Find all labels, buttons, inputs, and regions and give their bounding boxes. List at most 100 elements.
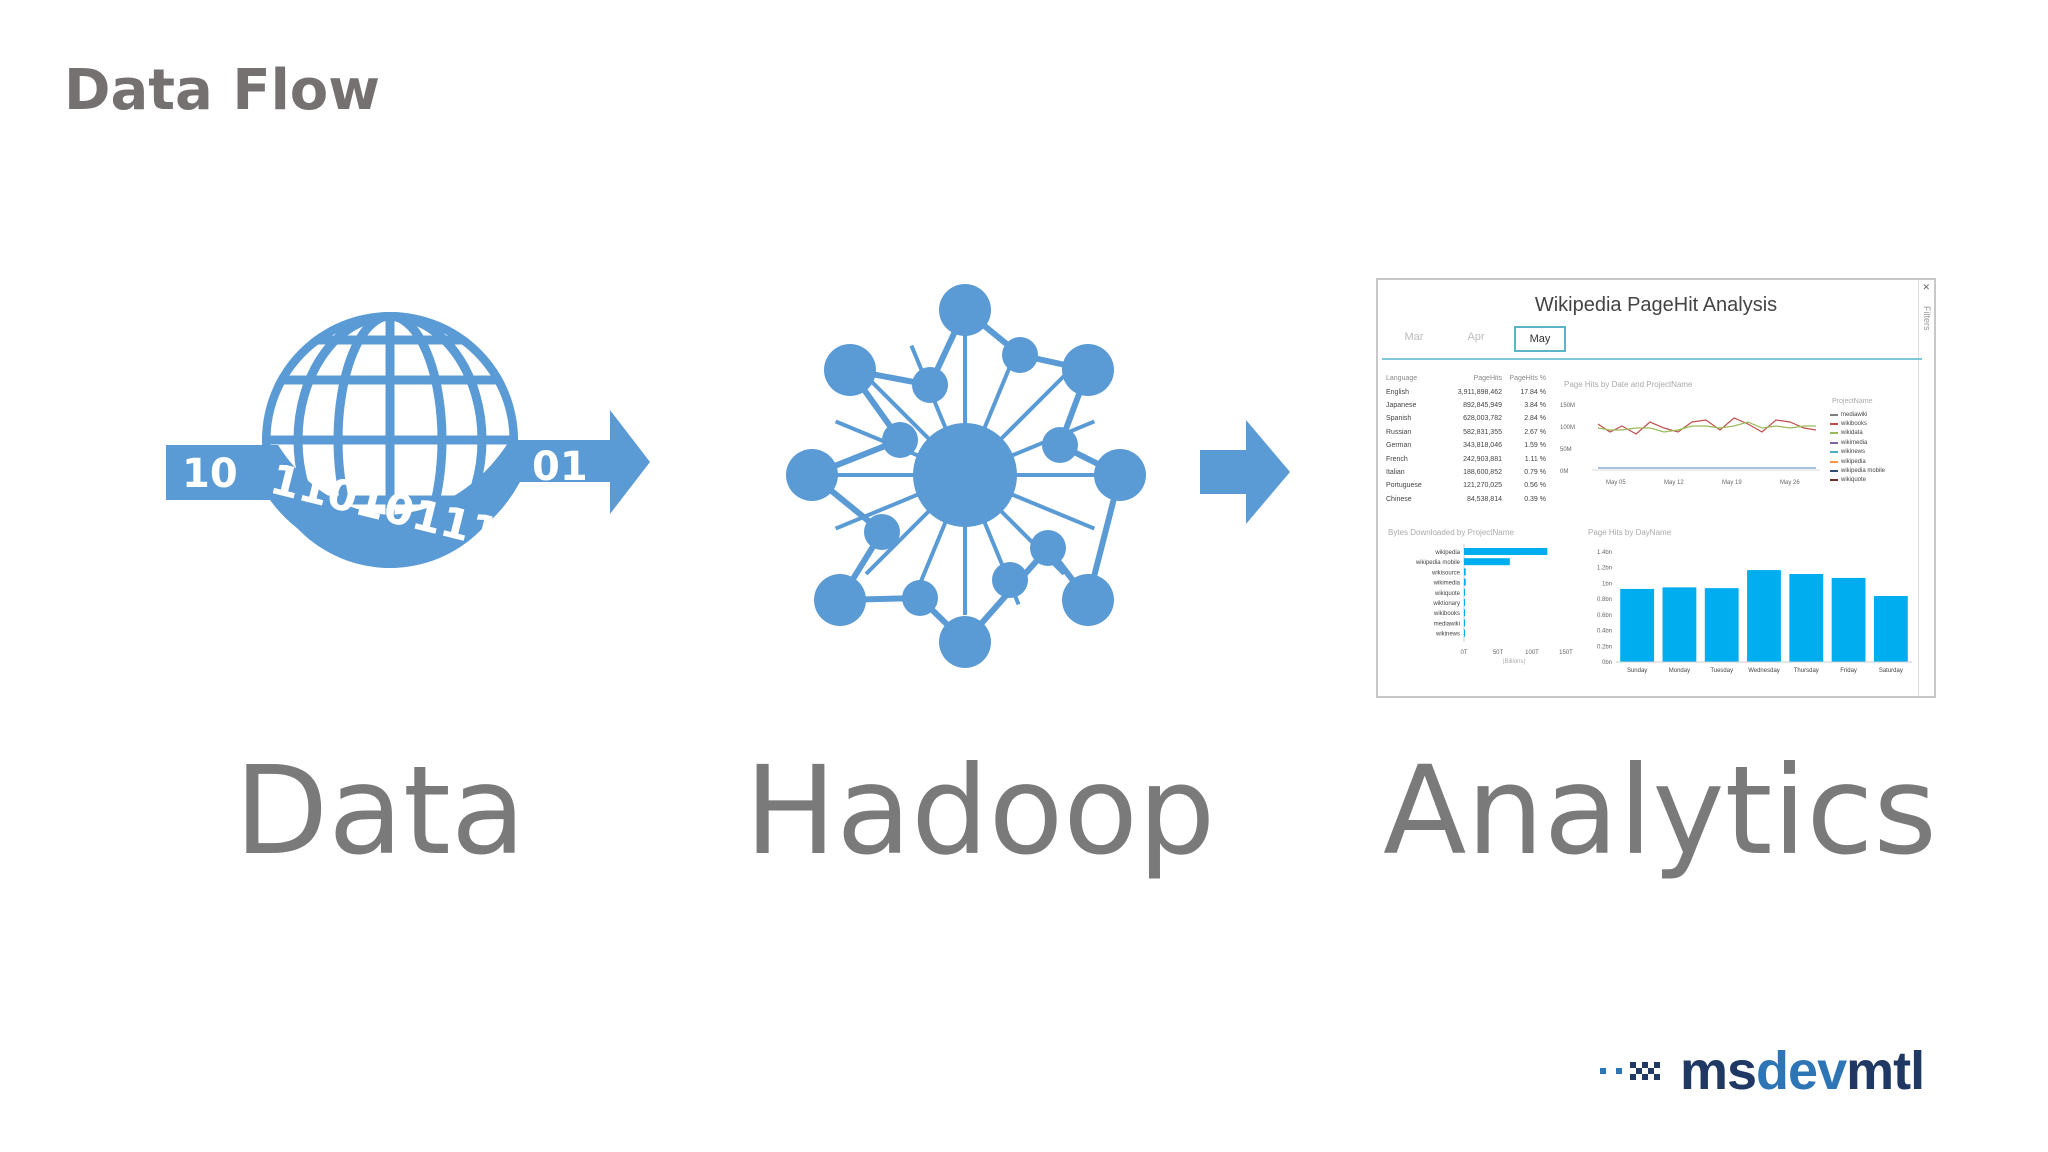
column-header[interactable]: PageHits — [1473, 375, 1502, 383]
node-circle — [814, 574, 866, 626]
table-cell: French — [1386, 455, 1408, 463]
dashboard-title: Wikipedia PageHit Analysis — [1534, 294, 1778, 316]
x-tick-label: Tuesday — [1710, 668, 1733, 674]
bytes-chart-title: Bytes Downloaded by ProjectName — [1388, 528, 1514, 537]
bar[interactable] — [1873, 596, 1908, 662]
table-cell: 84,538,814 — [1466, 495, 1502, 503]
legend-title: ProjectName — [1832, 398, 1873, 405]
table-cell: Italian — [1386, 468, 1405, 476]
bar[interactable] — [1464, 548, 1548, 555]
legend-item[interactable]: wikipedia mobile — [1830, 466, 1910, 475]
node-circle — [1042, 427, 1078, 463]
bar[interactable] — [1464, 609, 1465, 617]
arrow-right-icon — [1200, 420, 1292, 524]
bar-category-label: wikiquote — [1434, 591, 1461, 597]
legend-item[interactable]: wikinews — [1830, 448, 1910, 457]
tab-may[interactable]: May — [1514, 326, 1566, 352]
legend-item[interactable]: wikibooks — [1830, 419, 1910, 428]
line-chart-title: Page Hits by Date and ProjectName — [1564, 380, 1693, 389]
bar-category-label: wikinews — [1435, 632, 1460, 638]
bar[interactable] — [1789, 574, 1824, 662]
legend-item[interactable]: mediawiki — [1830, 410, 1910, 419]
bar[interactable] — [1464, 629, 1465, 637]
table-header: Language PageHits PageHits % — [1386, 372, 1548, 385]
bar[interactable] — [1620, 588, 1655, 662]
legend-item[interactable]: wikiquote — [1830, 476, 1910, 485]
y-tick-label: 100M — [1560, 425, 1575, 431]
bar[interactable] — [1831, 577, 1866, 662]
node-circle — [824, 344, 876, 396]
step-label-analytics: Analytics — [1382, 740, 1937, 882]
column-header[interactable]: Language — [1386, 375, 1418, 383]
bar-category-label: wikibooks — [1433, 611, 1460, 617]
legend-item[interactable]: wikimedia — [1830, 438, 1910, 447]
x-tick-label: May 19 — [1722, 480, 1742, 486]
bar[interactable] — [1464, 558, 1510, 566]
x-tick-label: Friday — [1840, 668, 1857, 674]
bar[interactable] — [1662, 587, 1697, 662]
x-tick-label: May 26 — [1780, 480, 1800, 486]
x-tick-label: Wednesday — [1748, 668, 1780, 674]
bar[interactable] — [1704, 588, 1739, 662]
legend-label: wikidata — [1841, 430, 1863, 437]
bar[interactable] — [1464, 599, 1465, 606]
close-icon[interactable]: ✕ — [1922, 282, 1930, 292]
day-bar-chart: 1.4bn1.2bn1bn0.8bn0.6bn0.4bn0.2bn0bnSund… — [1597, 550, 1912, 674]
logo-dots-icon — [1600, 1062, 1660, 1080]
bits-left: 10 — [182, 451, 238, 497]
table-cell: English — [1386, 388, 1409, 396]
legend-label: wikinews — [1841, 449, 1866, 456]
x-tick-label: May 05 — [1606, 480, 1626, 486]
bar[interactable] — [1747, 570, 1781, 662]
x-tick-label: 50T — [1493, 650, 1504, 656]
node-circle — [864, 514, 900, 550]
tab-mar[interactable]: Mar — [1404, 331, 1424, 343]
bar[interactable] — [1464, 619, 1465, 627]
node-circle — [939, 284, 991, 336]
column-header[interactable]: PageHits % — [1509, 375, 1546, 383]
y-tick-label: 1.2bn — [1597, 566, 1612, 572]
x-tick-label: May 12 — [1664, 480, 1684, 486]
legend-label: wikimedia — [1841, 439, 1868, 446]
table-cell: 2.67 % — [1524, 428, 1546, 436]
node-circle — [912, 367, 948, 403]
x-tick-label: Saturday — [1879, 668, 1903, 674]
legend-item[interactable]: wikidata — [1830, 429, 1910, 438]
node-circle — [992, 562, 1028, 598]
table-cell: 2.84 % — [1524, 415, 1546, 423]
legend-swatch — [1830, 423, 1838, 426]
bar-category-label: wiktionary — [1432, 601, 1460, 607]
bar[interactable] — [1464, 568, 1466, 576]
legend-item[interactable]: wikipedia — [1830, 457, 1910, 466]
table-cell: German — [1386, 442, 1412, 450]
table-cell: 242,903,881 — [1463, 455, 1502, 463]
table-cell: 121,270,025 — [1463, 482, 1502, 490]
cluster-network-icon — [770, 280, 1160, 670]
step-label-hadoop: Hadoop — [744, 740, 1216, 882]
x-axis-label: (Billions) — [1502, 659, 1525, 665]
x-tick-label: Thursday — [1794, 668, 1819, 674]
tab-apr[interactable]: Apr — [1467, 331, 1485, 343]
filters-pane[interactable]: Filters — [1918, 280, 1932, 696]
y-tick-label: 0.8bn — [1597, 597, 1612, 603]
table-cell: Japanese — [1386, 401, 1417, 409]
y-tick-label: 0.4bn — [1597, 629, 1612, 635]
bar[interactable] — [1464, 578, 1466, 586]
bar-category-label: wikisource — [1431, 570, 1461, 576]
table-cell: Russian — [1386, 428, 1412, 436]
x-tick-label: 100T — [1525, 650, 1539, 656]
bar[interactable] — [1464, 588, 1465, 596]
legend-label: wikibooks — [1841, 421, 1868, 428]
